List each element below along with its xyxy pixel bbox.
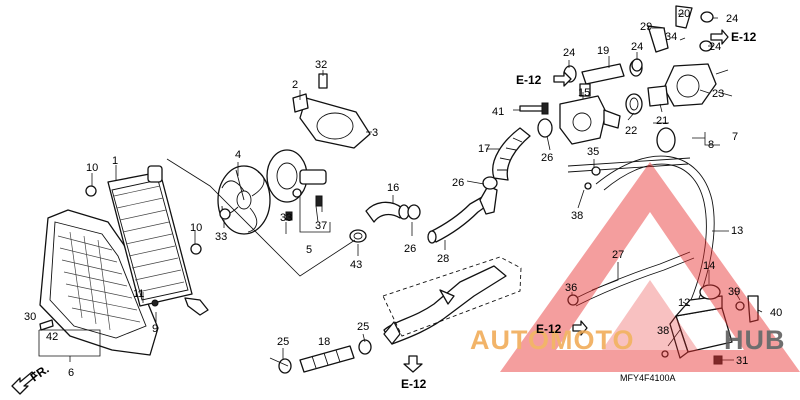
callout-38a: 38 <box>571 210 583 222</box>
callout-8: 8 <box>708 139 714 151</box>
diagram-code: MFY4F4100A <box>620 373 676 383</box>
callout-16: 16 <box>387 182 399 194</box>
callout-24c: 24 <box>726 13 738 25</box>
pipe-28 <box>427 185 498 244</box>
callout-24a: 24 <box>563 47 575 59</box>
callout-22: 22 <box>625 125 637 137</box>
callout-5: 5 <box>306 244 312 256</box>
callout-41: 41 <box>492 106 504 118</box>
clamp-26-lower <box>482 176 498 190</box>
leader-lines <box>38 13 763 367</box>
e12-ref-bottom-right: E-12 <box>536 322 562 336</box>
sensor-20-29 <box>631 5 714 72</box>
callout-26b: 26 <box>404 243 416 255</box>
arrows <box>11 29 729 395</box>
callout-1: 1 <box>112 155 118 167</box>
callout-21: 21 <box>656 115 668 127</box>
hose-18 <box>299 345 355 373</box>
callout-10b: 10 <box>190 222 202 234</box>
callout-24b: 24 <box>631 41 643 53</box>
callout-35: 35 <box>587 146 599 158</box>
callout-34: 34 <box>665 31 677 43</box>
cooling-fan <box>217 165 271 235</box>
radiator <box>85 165 209 316</box>
callout-23: 23 <box>712 88 724 100</box>
hose-19 <box>563 59 643 85</box>
callout-18: 18 <box>318 336 330 348</box>
callout-29: 29 <box>640 21 652 33</box>
fan-shroud <box>292 73 371 149</box>
callout-33b: 33 <box>280 212 292 224</box>
callout-11: 11 <box>133 288 144 300</box>
hose-17 <box>492 127 531 181</box>
radiator-shroud <box>39 209 159 356</box>
clamp-43 <box>349 229 367 243</box>
callout-4: 4 <box>235 149 241 161</box>
callout-19: 19 <box>597 45 609 57</box>
bolt-41 <box>519 102 549 115</box>
callout-14: 14 <box>703 260 715 272</box>
callout-39: 39 <box>728 286 740 298</box>
callout-6: 6 <box>68 367 74 379</box>
callout-numbers: 1 2 3 4 5 6 7 8 9 10 10 11 12 13 14 15 1… <box>24 8 782 379</box>
callout-2: 2 <box>292 79 298 91</box>
clamp-26-upper <box>537 118 553 138</box>
callout-43: 43 <box>350 259 362 271</box>
callout-26a: 26 <box>452 177 464 189</box>
hose-13 <box>567 155 715 319</box>
fan-fasteners <box>219 195 323 221</box>
e12-ref-top-right: E-12 <box>731 30 757 44</box>
watermark-text-part2: HUB <box>724 325 786 355</box>
callout-32: 32 <box>315 59 327 71</box>
callout-24d: 24 <box>709 41 721 53</box>
callout-37: 37 <box>315 220 327 232</box>
hose-16 <box>365 201 421 223</box>
watermark-triangle <box>500 162 800 372</box>
e12-ref-mid-left: E-12 <box>516 73 542 87</box>
callout-10a: 10 <box>86 162 98 174</box>
callout-25b: 25 <box>357 321 369 333</box>
callout-12: 12 <box>678 297 690 309</box>
reserve-tank <box>669 284 759 365</box>
watermark: AUTOMOTO HUB <box>470 162 800 372</box>
small-fasteners <box>39 166 669 358</box>
callout-9: 9 <box>152 323 158 335</box>
callout-25a: 25 <box>277 336 289 348</box>
callout-7: 7 <box>732 131 738 143</box>
callout-13: 13 <box>731 225 743 237</box>
pipe-bottom <box>382 256 522 345</box>
callout-20: 20 <box>678 8 690 20</box>
callout-42: 42 <box>46 331 58 343</box>
thermostat-parts <box>625 85 676 153</box>
callout-30: 30 <box>24 311 36 323</box>
hose-27 <box>571 251 695 307</box>
watermark-text-part1: AUTOMOTO <box>470 325 635 355</box>
callout-31: 31 <box>736 355 748 367</box>
callout-40: 40 <box>770 307 782 319</box>
e12-ref-bottom-center: E-12 <box>401 377 427 391</box>
callout-15: 15 <box>578 87 590 99</box>
fan-motor <box>266 149 327 203</box>
callout-36: 36 <box>565 282 577 294</box>
callout-38b: 38 <box>657 325 669 337</box>
callout-3: 3 <box>372 127 378 139</box>
thermostat-housing <box>559 83 621 145</box>
callout-28: 28 <box>437 253 449 265</box>
callout-27: 27 <box>612 249 624 261</box>
front-direction-label: FR. <box>28 362 52 385</box>
clamps-25 <box>278 339 372 374</box>
callout-33a: 33 <box>215 231 227 243</box>
callout-17: 17 <box>478 143 490 155</box>
callout-26c: 26 <box>541 152 553 164</box>
